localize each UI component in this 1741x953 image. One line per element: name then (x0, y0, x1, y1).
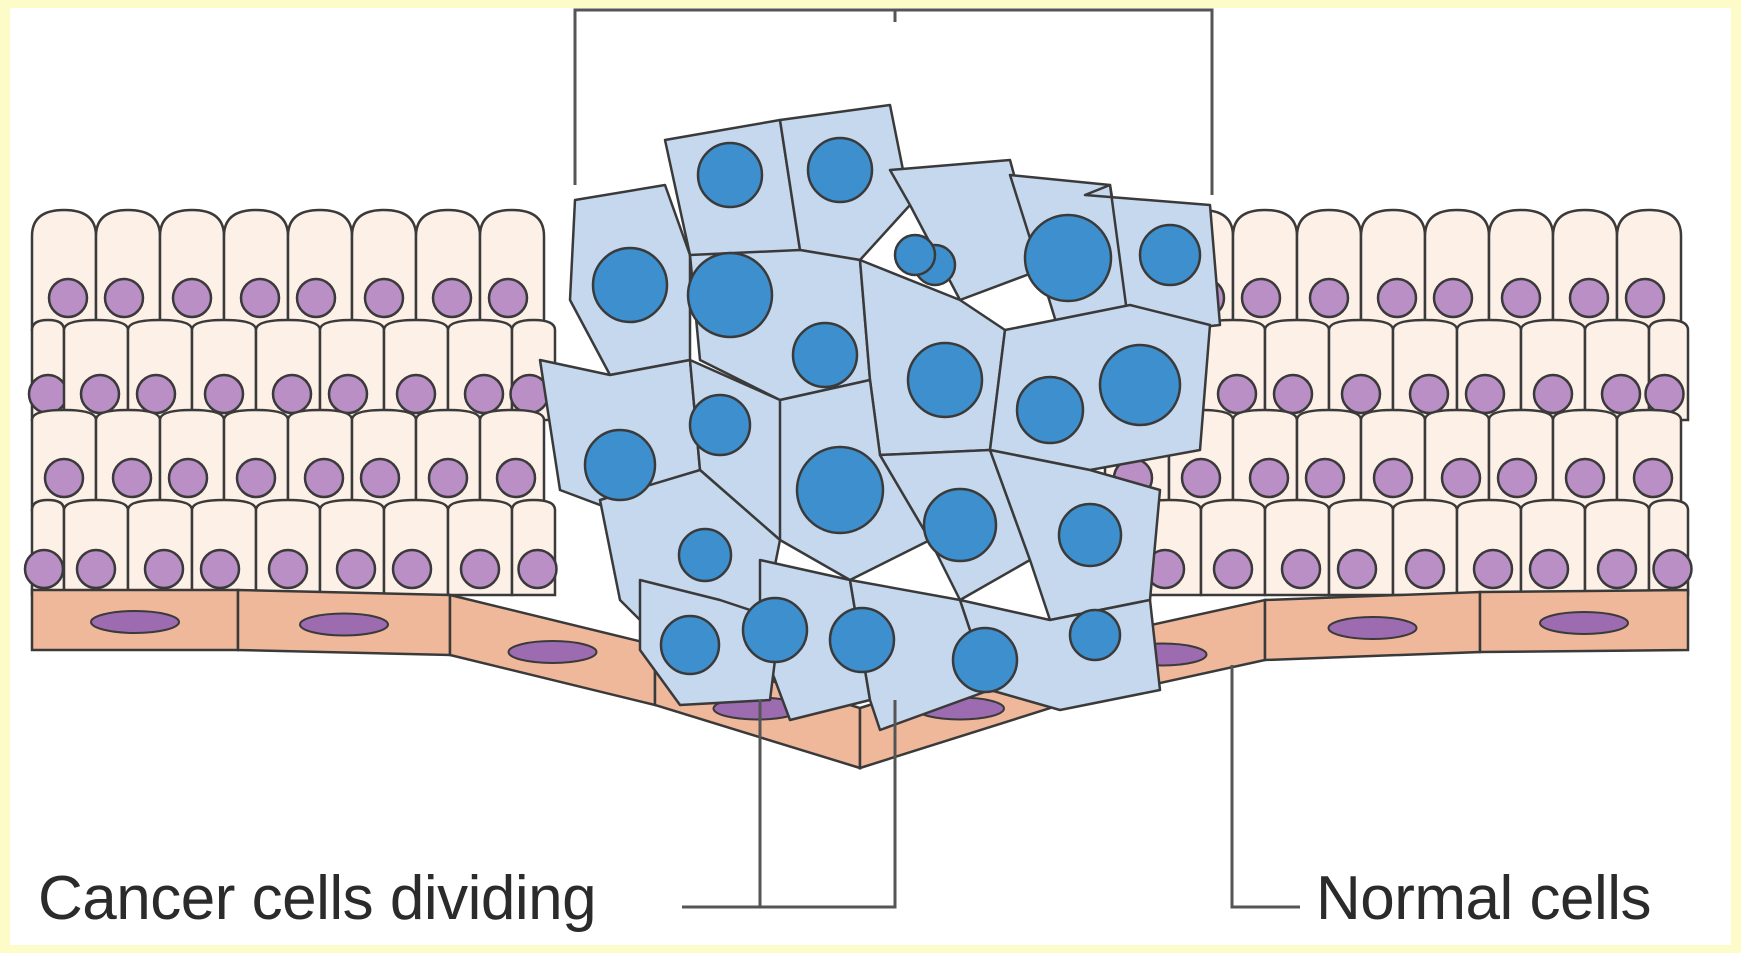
normal-cell-nucleus (1306, 459, 1344, 497)
normal-cell-nucleus (269, 550, 307, 588)
normal-cell-nucleus (1378, 279, 1416, 317)
normal-cell-nucleus (519, 550, 557, 588)
normal-cell-nucleus (145, 550, 183, 588)
cancer-cell-nucleus (1070, 610, 1120, 660)
cancer-cell-nucleus (585, 430, 655, 500)
normal-cell-nucleus (1502, 279, 1540, 317)
normal-cell-nucleus (173, 279, 211, 317)
normal-cell-nucleus (461, 550, 499, 588)
normal-cell-nucleus (1218, 375, 1256, 413)
normal-cell-nucleus (81, 375, 119, 413)
normal-cell-nucleus (137, 375, 175, 413)
cancer-cell-nucleus (924, 489, 996, 561)
normal-cell-nucleus (241, 279, 279, 317)
tumor-mass (540, 105, 1220, 730)
normal-cell-nucleus (1598, 550, 1636, 588)
normal-cell-nucleus (77, 550, 115, 588)
cancer-cell-nucleus (688, 253, 772, 337)
normal-cell-nucleus (497, 459, 535, 497)
normal-cell-nucleus (1634, 459, 1672, 497)
cancer-cell-nucleus (698, 143, 762, 207)
normal-cell-nucleus (1342, 375, 1380, 413)
normal-cell-nucleus (397, 375, 435, 413)
normal-cell-nucleus (1498, 459, 1536, 497)
normal-cell-nucleus (205, 375, 243, 413)
cancer-cell-nucleus (1140, 225, 1200, 285)
cancer-cell-nucleus (808, 138, 872, 202)
normal-cell-nucleus (45, 459, 83, 497)
cancer-cell-nucleus (953, 628, 1017, 692)
normal-cell-nucleus (329, 375, 367, 413)
normal-cell-nucleus (201, 550, 239, 588)
normal-cell-nucleus (273, 375, 311, 413)
normal-cell-nucleus (433, 279, 471, 317)
cancer-cell-nucleus (830, 608, 894, 672)
basal-cell-nucleus (1329, 617, 1417, 639)
normal-cell-nucleus (361, 459, 399, 497)
normal-cell-nucleus (1374, 459, 1412, 497)
normal-cell-nucleus (1214, 550, 1252, 588)
basal-cell-nucleus (509, 641, 597, 663)
normal-cell-nucleus (1534, 375, 1572, 413)
normal-cell-nucleus (337, 550, 375, 588)
normal-cell-nucleus (237, 459, 275, 497)
normal-cell-nucleus (113, 459, 151, 497)
normal-cell-nucleus (1338, 550, 1376, 588)
cancer-cell-nucleus (895, 235, 935, 275)
basal-cell-nucleus (1540, 612, 1628, 634)
normal-cell-nucleus (1282, 550, 1320, 588)
cancer-cell-nucleus (661, 616, 719, 674)
cancer-cell-nucleus (793, 323, 857, 387)
normal-cell-nucleus (1566, 459, 1604, 497)
cancer-cells-label: Cancer cells dividing (38, 868, 596, 930)
cancer-cell-nucleus (1100, 345, 1180, 425)
normal-cell-nucleus (465, 375, 503, 413)
cancer-cell-nucleus (1017, 377, 1083, 443)
normal-cell-nucleus (1530, 550, 1568, 588)
cancer-cell-nucleus (1059, 504, 1121, 566)
normal-cell-nucleus (393, 550, 431, 588)
cancer-cell-nucleus (908, 343, 982, 417)
normal-cell-nucleus (1654, 550, 1692, 588)
normal-cell-nucleus (49, 279, 87, 317)
normal-cell-nucleus (1570, 279, 1608, 317)
normal-cell-nucleus (25, 550, 63, 588)
cancer-cell-nucleus (797, 447, 883, 533)
normal-cell-nucleus (1434, 279, 1472, 317)
normal-cell-nucleus (297, 279, 335, 317)
cancer-cell-nucleus (743, 598, 807, 662)
normal-cell-nucleus (1410, 375, 1448, 413)
normal-cell-nucleus (305, 459, 343, 497)
normal-cells-label: Normal cells (1316, 868, 1651, 930)
normal-cell-nucleus (1442, 459, 1480, 497)
cancer-cell-nucleus (679, 529, 731, 581)
normal-cell-nucleus (1474, 550, 1512, 588)
normal-cell-nucleus (1466, 375, 1504, 413)
normal-cell-nucleus (1602, 375, 1640, 413)
normal-cell-nucleus (169, 459, 207, 497)
normal-cell-nucleus (1646, 375, 1684, 413)
normal-cell-nucleus (489, 279, 527, 317)
normal-cell-nucleus (29, 375, 67, 413)
cancer-cell-nucleus (690, 395, 750, 455)
normal-cell-nucleus (429, 459, 467, 497)
normal-cell-nucleus (1626, 279, 1664, 317)
normal-cell-nucleus (1406, 550, 1444, 588)
normal-cell-nucleus (365, 279, 403, 317)
basal-cell-nucleus (300, 614, 388, 636)
basal-cell-nucleus (91, 611, 179, 633)
normal-cell-nucleus (1250, 459, 1288, 497)
normal-cell-nucleus (1310, 279, 1348, 317)
cancer-cell-nucleus (593, 248, 667, 322)
cancer-cell-nucleus (1025, 215, 1111, 301)
normal-cell-nucleus (1274, 375, 1312, 413)
normal-cell-nucleus (1242, 279, 1280, 317)
normal-cell-nucleus (1182, 459, 1220, 497)
normal-cell-nucleus (105, 279, 143, 317)
